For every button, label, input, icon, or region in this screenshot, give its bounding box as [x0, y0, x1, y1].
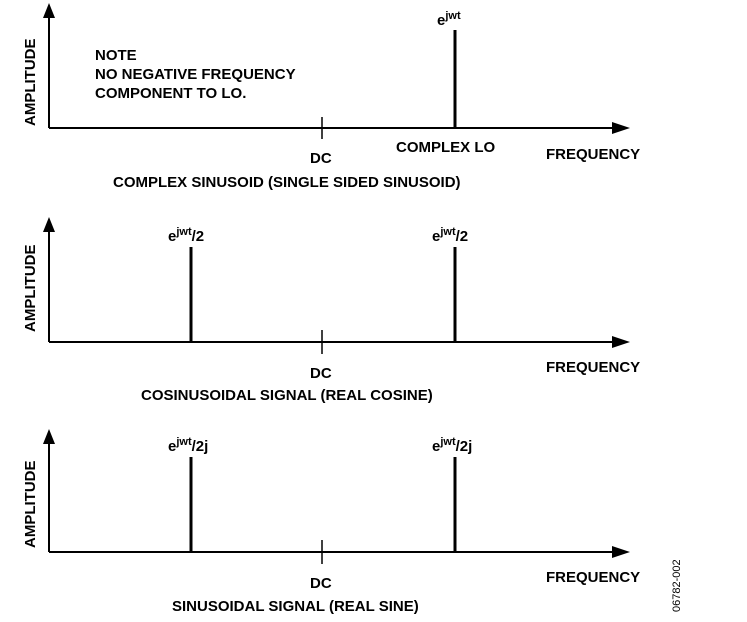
y-axis-arrowhead: [43, 3, 55, 18]
negative-spike-label: ejwt/2j: [168, 436, 208, 455]
x-axis-arrowhead: [612, 546, 630, 558]
panel-real-sine: AMPLITUDE DC FREQUENCY SINUSOIDAL SIGNAL…: [22, 429, 640, 615]
note-line-3: COMPONENT TO LO.: [95, 85, 246, 102]
y-axis-arrowhead: [43, 217, 55, 232]
positive-spike-label: ejwt: [437, 10, 461, 29]
panel-caption: COMPLEX SINUSOID (SINGLE SIDED SINUSOID): [113, 174, 461, 191]
positive-spike-label: ejwt/2: [432, 226, 468, 245]
dc-label: DC: [310, 150, 332, 167]
panel-caption: SINUSOIDAL SIGNAL (REAL SINE): [172, 598, 419, 615]
x-axis-label: FREQUENCY: [546, 569, 640, 586]
x-axis-arrowhead: [612, 336, 630, 348]
figure-id: 06782-002: [671, 559, 683, 612]
panel-real-cosine: AMPLITUDE DC FREQUENCY COSINUSOIDAL SIGN…: [22, 217, 640, 404]
y-axis-label: AMPLITUDE: [22, 245, 39, 333]
y-axis-label: AMPLITUDE: [22, 461, 39, 549]
x-axis-arrowhead: [612, 122, 630, 134]
x-axis-label: FREQUENCY: [546, 359, 640, 376]
panel-complex-sinusoid: AMPLITUDE DC FREQUENCY COMPLEX SINUSOID …: [22, 3, 640, 191]
complex-lo-label: COMPLEX LO: [396, 139, 496, 156]
note-line-2: NO NEGATIVE FREQUENCY: [95, 66, 296, 83]
dc-label: DC: [310, 365, 332, 382]
note-line-1: NOTE: [95, 47, 137, 64]
y-axis-label: AMPLITUDE: [22, 39, 39, 127]
negative-spike-label: ejwt/2: [168, 226, 204, 245]
positive-spike-label: ejwt/2j: [432, 436, 472, 455]
x-axis-label: FREQUENCY: [546, 146, 640, 163]
panel-caption: COSINUSOIDAL SIGNAL (REAL COSINE): [141, 387, 433, 404]
y-axis-arrowhead: [43, 429, 55, 444]
dc-label: DC: [310, 575, 332, 592]
